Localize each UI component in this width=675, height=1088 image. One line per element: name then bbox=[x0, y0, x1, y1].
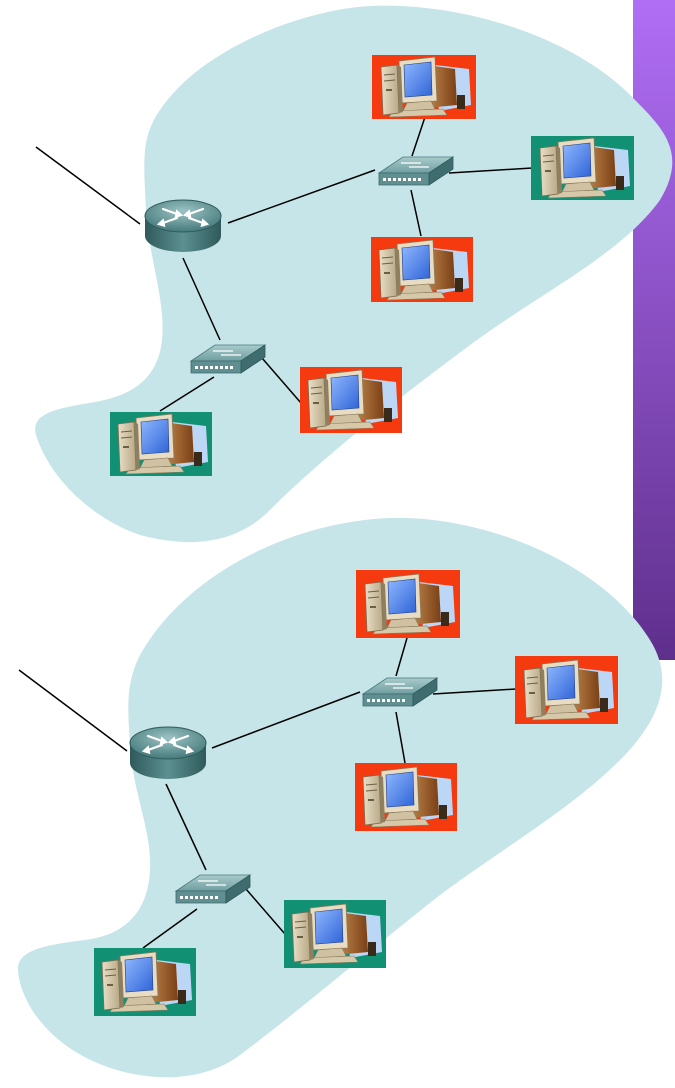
uplink-cable bbox=[18, 669, 128, 752]
computer-icon[interactable] bbox=[300, 367, 402, 433]
computer-icon[interactable] bbox=[284, 900, 386, 968]
cables-top bbox=[35, 116, 533, 412]
computer-icon[interactable] bbox=[531, 136, 634, 200]
cable bbox=[411, 116, 426, 157]
cables-bottom bbox=[18, 637, 517, 949]
cable bbox=[142, 908, 198, 949]
cable bbox=[245, 888, 286, 935]
network-cloud-top bbox=[35, 5, 673, 543]
computer-icon[interactable] bbox=[110, 412, 212, 476]
computer-icon[interactable] bbox=[356, 570, 460, 638]
cable bbox=[448, 167, 533, 174]
cable bbox=[159, 376, 215, 412]
computer-icon[interactable] bbox=[355, 763, 457, 831]
computer-icon[interactable] bbox=[372, 55, 476, 119]
cable bbox=[211, 691, 361, 749]
cable bbox=[410, 189, 422, 237]
computer-icon[interactable] bbox=[515, 656, 618, 724]
uplink-cable bbox=[35, 146, 141, 225]
computer-icon[interactable] bbox=[371, 237, 473, 302]
router-icon[interactable] bbox=[143, 198, 223, 254]
cable bbox=[432, 688, 517, 695]
router-icon[interactable] bbox=[128, 725, 208, 781]
side-bar bbox=[633, 0, 675, 660]
hosts-top bbox=[110, 55, 634, 476]
cable bbox=[227, 169, 376, 224]
hosts-bottom bbox=[94, 570, 618, 1016]
cable bbox=[395, 711, 406, 764]
network-cloud-bottom bbox=[17, 517, 663, 1078]
cable bbox=[261, 357, 302, 404]
cable bbox=[165, 783, 207, 871]
computer-icon[interactable] bbox=[94, 948, 196, 1016]
cable bbox=[395, 637, 408, 677]
cable bbox=[182, 257, 221, 341]
